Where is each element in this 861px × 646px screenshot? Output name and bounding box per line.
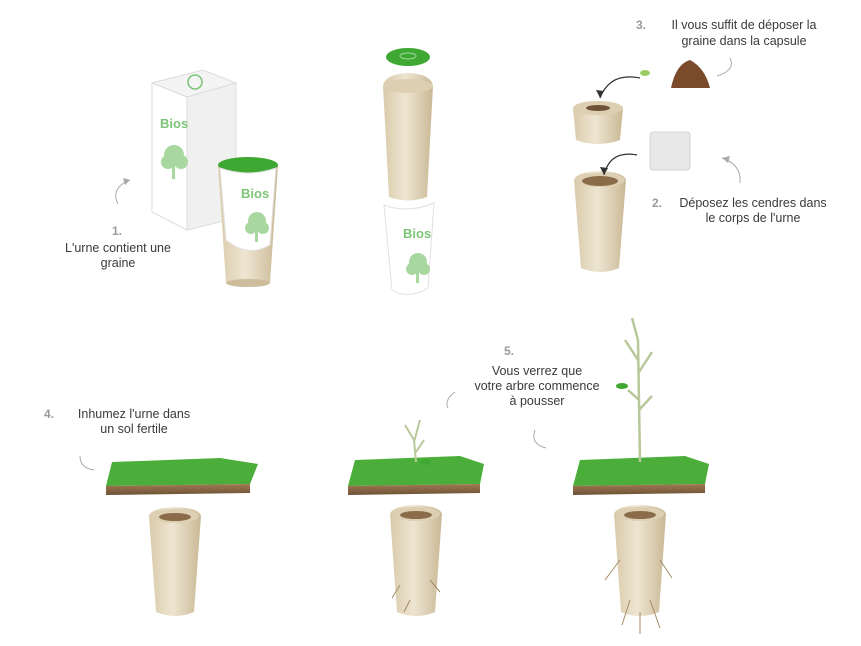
urn-with-sleeve: Bios — [218, 157, 278, 287]
svg-text:Bios: Bios — [160, 116, 188, 131]
step3-number: 3. — [636, 18, 647, 32]
svg-text:Bios: Bios — [241, 186, 269, 201]
step2-line2: le corps de l'urne — [705, 211, 801, 225]
step1-number: 1. — [112, 224, 123, 238]
step5-line1: Vous verrez que — [491, 364, 583, 378]
step5-line2: votre arbre commence — [474, 379, 600, 393]
ground-scene-3 — [446, 317, 709, 634]
step2-number: 2. — [652, 196, 663, 210]
step3-line2: graine dans la capsule — [681, 34, 807, 48]
step23-illustration — [573, 57, 741, 272]
step1-line2: graine — [100, 256, 136, 270]
step3-line1: Il vous suffit de déposer la — [671, 18, 817, 32]
arrow-step1 — [115, 179, 131, 205]
step4-number: 4. — [44, 407, 55, 421]
step4-line1: Inhumez l'urne dans — [77, 407, 191, 421]
step4-line2: un sol fertile — [100, 422, 168, 436]
ground-scene-1 — [79, 455, 258, 616]
step5-number: 5. — [504, 344, 515, 358]
step1-line1: L'urne contient une — [65, 241, 171, 255]
step5-line3: à pousser — [509, 394, 565, 408]
step1-illustration: Bios Bios — [115, 69, 278, 287]
exploded-urn: Bios — [383, 48, 435, 295]
svg-text:Bios: Bios — [403, 226, 431, 241]
step2-line1: Déposez les cendres dans — [679, 196, 827, 210]
ground-scene-2 — [348, 419, 484, 616]
